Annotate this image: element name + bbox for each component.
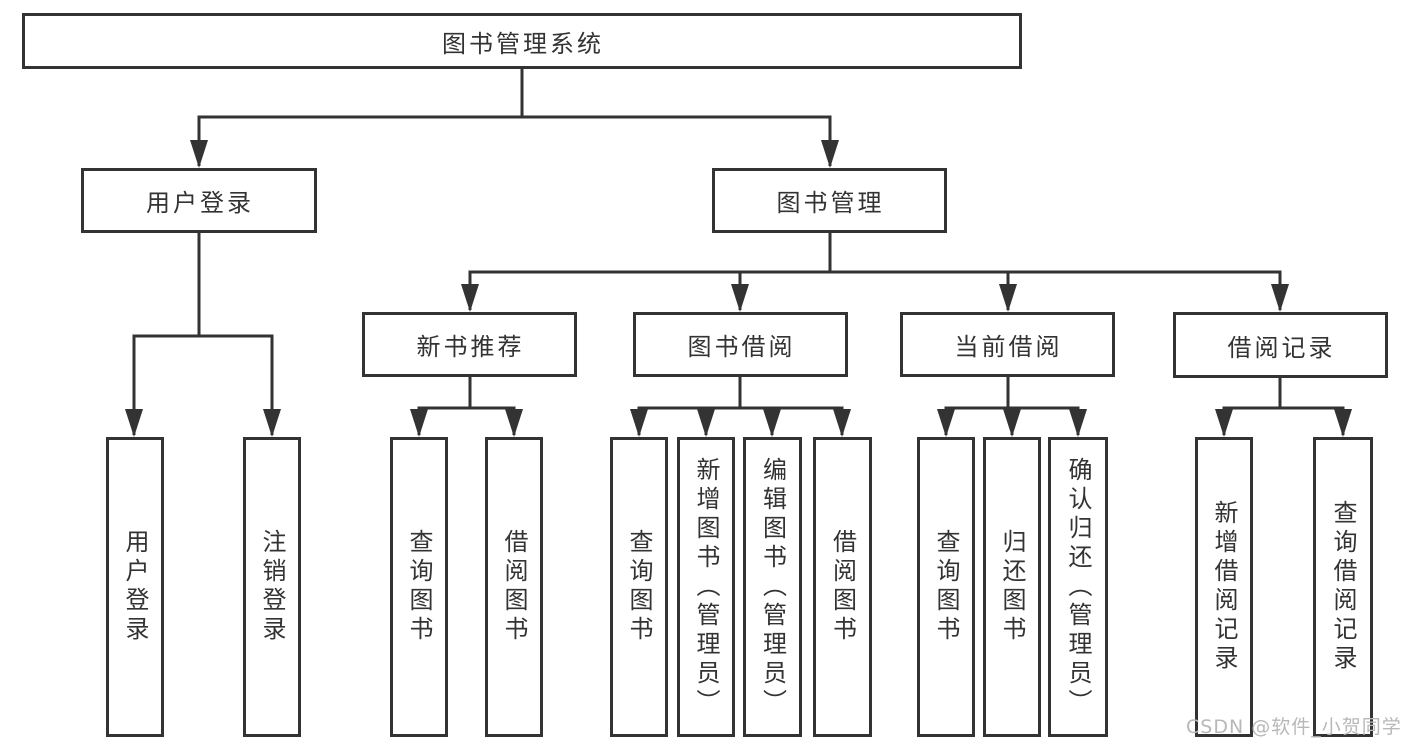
leaf-add-borrow-record-label: 新增借阅记录 <box>1210 500 1238 674</box>
arrow-rec-borrow <box>505 409 523 437</box>
arrow-borrow <box>731 284 749 312</box>
leaf-edit-book-admin: 编辑图书（管理员） <box>743 437 802 737</box>
leaf-query-borrow-record-label: 查询借阅记录 <box>1329 500 1357 674</box>
node-root-label: 图书管理系统 <box>442 29 604 58</box>
leaf-logout-label: 注销登录 <box>258 529 286 645</box>
leaf-confirm-return-admin: 确认归还（管理员） <box>1048 437 1108 737</box>
leaf-return-book: 归还图书 <box>983 437 1041 737</box>
edge-rail-current <box>944 406 1080 435</box>
node-current-borrowing: 当前借阅 <box>900 312 1115 377</box>
node-borrow-records: 借阅记录 <box>1173 312 1388 378</box>
leaf-borrowing-query-book-label: 查询图书 <box>625 529 653 645</box>
arrow-cb-query <box>937 409 955 437</box>
edge-rail-records <box>1222 406 1345 435</box>
node-borrow-records-label: 借阅记录 <box>1227 333 1336 362</box>
node-book-borrowing: 图书借阅 <box>633 312 848 377</box>
arrow-br-query <box>1334 409 1352 437</box>
connector-strokes <box>132 69 1345 435</box>
leaf-add-borrow-record: 新增借阅记录 <box>1195 437 1253 737</box>
leaf-recommend-query-book: 查询图书 <box>390 437 448 737</box>
edge-rail-userlogin <box>132 334 274 435</box>
edge-rail-level1 <box>197 115 832 166</box>
node-new-book-recommend: 新书推荐 <box>362 312 577 377</box>
node-book-management: 图书管理 <box>712 168 947 233</box>
leaf-recommend-query-book-label: 查询图书 <box>405 529 433 645</box>
arrow-bb-edit <box>763 409 781 437</box>
arrow-bb-borrow <box>833 409 851 437</box>
node-book-borrowing-label: 图书借阅 <box>687 333 796 361</box>
leaf-borrow-book: 借阅图书 <box>813 437 872 737</box>
node-new-book-recommend-label: 新书推荐 <box>416 333 525 361</box>
arrow-bookmgmt <box>821 140 839 168</box>
arrow-userlogin <box>190 140 208 168</box>
arrow-bb-query <box>630 409 648 437</box>
leaf-logout: 注销登录 <box>243 437 301 737</box>
leaf-user-login-label: 用户登录 <box>121 529 149 645</box>
arrow-ul-logout <box>263 409 281 437</box>
node-user-login: 用户登录 <box>81 168 317 233</box>
leaf-return-book-label: 归还图书 <box>998 529 1026 645</box>
leaf-query-borrow-record: 查询借阅记录 <box>1313 437 1373 737</box>
arrow-cb-return <box>1003 409 1021 437</box>
node-user-login-label: 用户登录 <box>146 189 254 217</box>
arrow-newbook <box>461 284 479 312</box>
node-root: 图书管理系统 <box>22 13 1022 69</box>
leaf-borrowing-query-book: 查询图书 <box>610 437 668 737</box>
leaf-recommend-borrow-book: 借阅图书 <box>485 437 543 737</box>
leaf-recommend-borrow-book-label: 借阅图书 <box>500 529 528 645</box>
leaf-add-book-admin-label: 新增图书（管理员） <box>692 456 720 718</box>
edge-rail-newbook <box>417 406 516 435</box>
arrow-current <box>999 284 1017 312</box>
arrow-bb-add <box>697 409 715 437</box>
arrow-br-add <box>1215 409 1233 437</box>
leaf-confirm-return-admin-label: 确认归还（管理员） <box>1064 456 1092 718</box>
leaf-borrow-book-label: 借阅图书 <box>828 529 857 645</box>
arrow-ul-login <box>125 409 143 437</box>
arrow-cb-confirm <box>1069 409 1087 437</box>
edge-rail-borrow <box>637 406 844 435</box>
leaf-current-query-book: 查询图书 <box>917 437 975 737</box>
arrow-records <box>1271 284 1289 312</box>
csdn-watermark: CSDN @软件_小贺同学 <box>1186 716 1402 738</box>
leaf-current-query-book-label: 查询图书 <box>932 529 960 645</box>
arrow-rec-query <box>410 409 428 437</box>
node-book-management-label: 图书管理 <box>776 189 885 217</box>
leaf-edit-book-admin-label: 编辑图书（管理员） <box>758 456 787 718</box>
leaf-add-book-admin: 新增图书（管理员） <box>677 437 735 737</box>
edge-rail-level2 <box>468 270 1282 310</box>
node-current-borrowing-label: 当前借阅 <box>954 333 1063 361</box>
leaf-user-login: 用户登录 <box>106 437 164 737</box>
